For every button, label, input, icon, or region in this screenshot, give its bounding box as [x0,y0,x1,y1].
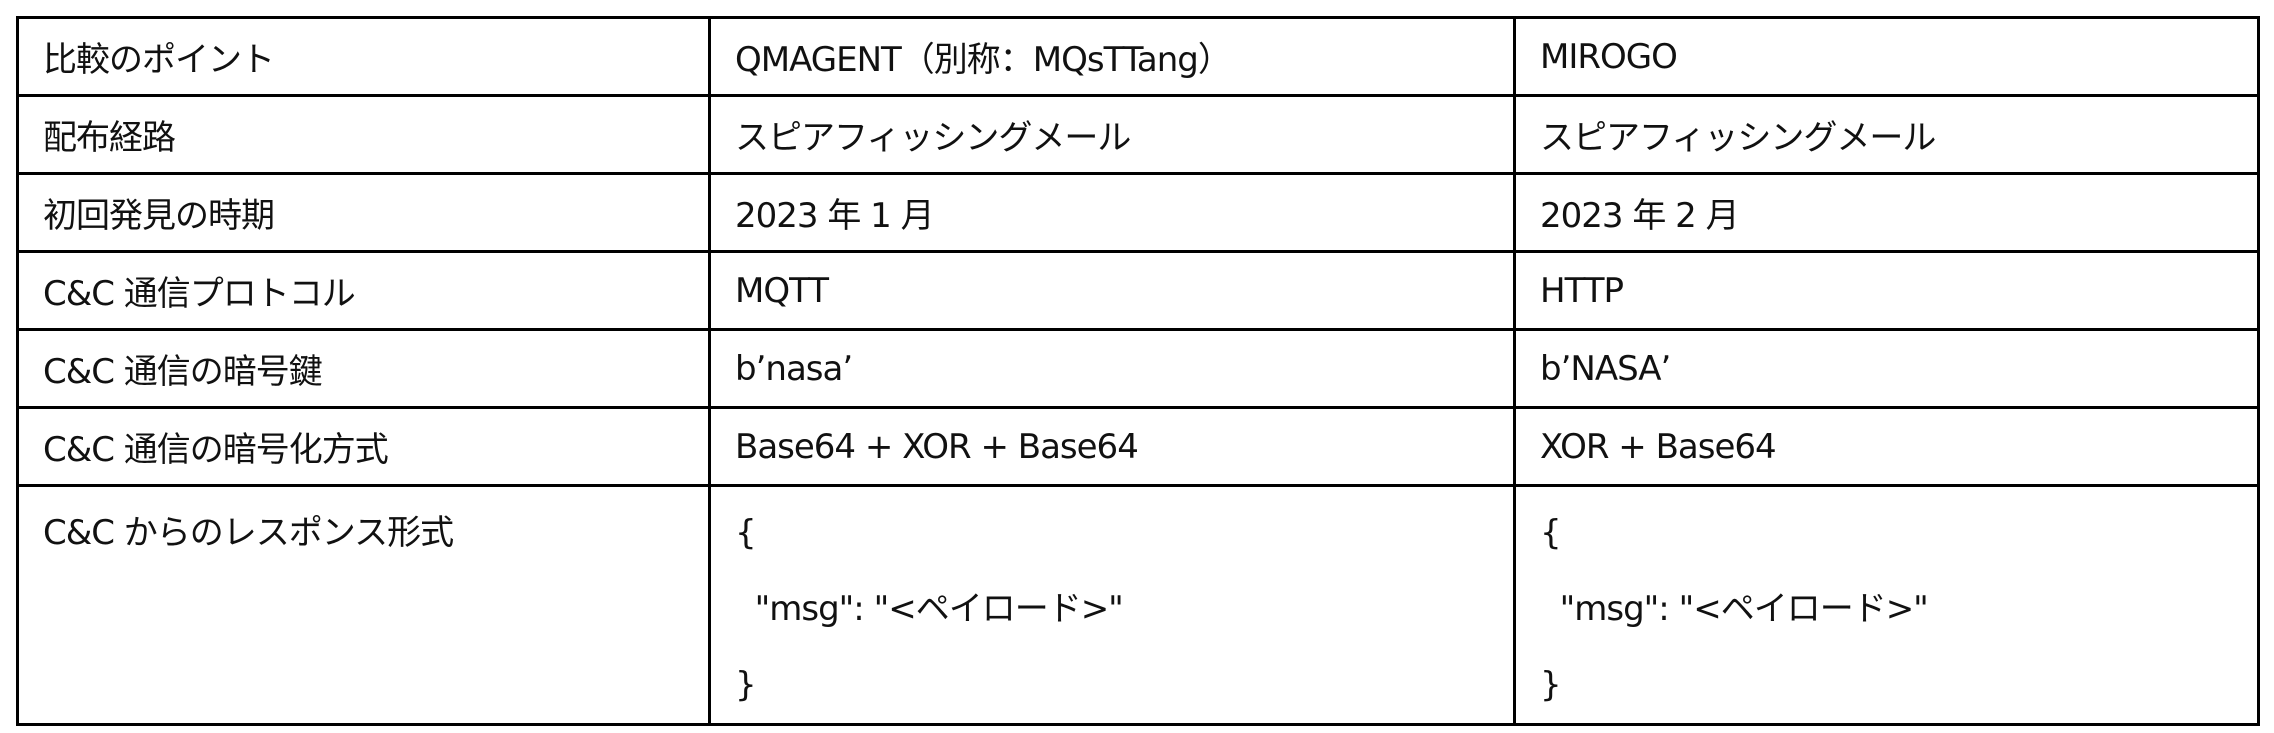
mirogo-cell: XOR + Base64 [1513,406,2260,487]
row-label-text: C&C からのレスポンス形式 [43,513,454,553]
code-line: { [1540,513,1562,553]
row-label: 配布経路 [16,94,711,175]
code-line: } [1540,665,1562,705]
code-line: } [735,665,757,705]
mirogo-cell: スピアフィッシングメール [1513,94,2260,175]
mirogo-cell: 2023 年 2 月 [1513,172,2260,253]
qmagent-cell: 2023 年 1 月 [708,172,1516,253]
code-line: "msg": "<ペイロード>" [735,589,1124,629]
mirogo-cell: HTTP [1513,250,2260,331]
qmagent-cell: b’nasa’ [708,328,1516,409]
row-label: C&C 通信プロトコル [16,250,711,331]
table-row-response-format: C&C からのレスポンス形式 { "msg": "<ペイロード>" } { "m… [16,484,2260,726]
qmagent-cell: スピアフィッシングメール [708,94,1516,175]
qmagent-cell: Base64 + XOR + Base64 [708,406,1516,487]
row-label: 比較のポイント [16,16,711,97]
qmagent-cell: MQTT [708,250,1516,331]
qmagent-cell: QMAGENT（別称：MQsTTang） [708,16,1516,97]
mirogo-response-cell: { "msg": "<ペイロード>" } [1513,484,2260,726]
table-row: 配布経路スピアフィッシングメールスピアフィッシングメール [16,94,2260,175]
row-label: C&C からのレスポンス形式 [16,484,711,726]
mirogo-cell: MIROGO [1513,16,2260,97]
qmagent-response-cell: { "msg": "<ペイロード>" } [708,484,1516,726]
code-line: { [735,513,757,553]
row-label: C&C 通信の暗号化方式 [16,406,711,487]
row-label: 初回発見の時期 [16,172,711,253]
mirogo-cell: b’NASA’ [1513,328,2260,409]
row-label: C&C 通信の暗号鍵 [16,328,711,409]
code-line: "msg": "<ペイロード>" [1540,589,1929,629]
